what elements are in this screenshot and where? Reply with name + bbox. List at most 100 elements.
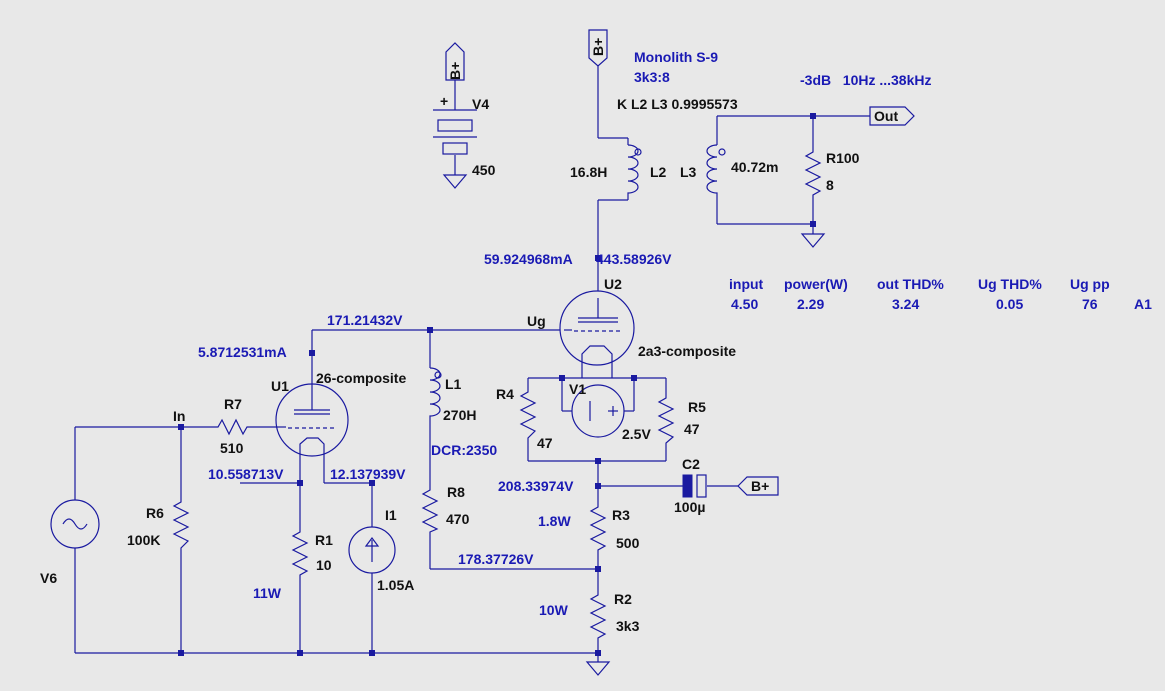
operating-point-annotations: 59.924968mA 443.58926V 171.21432V 5.8712… <box>198 251 672 618</box>
v1-name: V1 <box>569 381 586 397</box>
inductor-l3: L3 40.72m <box>680 144 778 195</box>
v4-name: V4 <box>472 96 489 112</box>
r2-power: 10W <box>539 602 569 618</box>
resistor-r6: R6 100K <box>127 495 190 553</box>
i1-voltage: 12.137939V <box>330 466 406 482</box>
u1-name: U1 <box>271 378 289 394</box>
resistor-r100: R100 8 <box>804 145 860 200</box>
svg-text:+: + <box>440 93 448 109</box>
l3-value: 40.72m <box>731 159 778 175</box>
capacitor-c2: C2 100µ <box>674 456 707 515</box>
v1-value: 2.5V <box>622 426 651 442</box>
r8-bottom-voltage: 178.37726V <box>458 551 534 567</box>
wires <box>74 66 897 662</box>
measure-header: power(W) <box>784 276 848 292</box>
r6-name: R6 <box>146 505 164 521</box>
r1-power: 11W <box>253 585 282 601</box>
circuit-title: Monolith S-9 <box>634 49 718 65</box>
measure-header: input <box>729 276 764 292</box>
measure-value: 3.24 <box>892 296 919 312</box>
junctions <box>178 113 816 656</box>
source-v1: V1 2.5V <box>561 381 651 442</box>
r5-name: R5 <box>688 399 706 415</box>
r100-value: 8 <box>826 177 834 193</box>
tube-u2: U2 2a3-composite <box>559 276 736 366</box>
current-source-i1: I1 1.05A <box>348 507 414 593</box>
u1-cathode-voltage: 10.558713V <box>208 466 284 482</box>
r3-power: 1.8W <box>538 513 571 529</box>
port-out: Out <box>869 106 915 126</box>
coupling-directive: K L2 L3 0.9995573 <box>617 96 738 112</box>
r3-name: R3 <box>612 507 630 523</box>
measure-header: Ug pp <box>1070 276 1110 292</box>
measure-cell-ref: A1 <box>1134 296 1152 312</box>
resistor-r4: R4 47 <box>496 385 553 451</box>
l3-name: L3 <box>680 164 697 180</box>
resistor-r7: R7 510 <box>212 396 250 456</box>
inductor-l1: L1 270H <box>429 367 476 428</box>
inductor-l2: L2 16.8H <box>570 144 667 195</box>
resistor-r8: R8 470 <box>421 483 470 535</box>
r8-value: 470 <box>446 511 470 527</box>
r7-name: R7 <box>224 396 242 412</box>
l1-value: 270H <box>443 407 476 423</box>
i1-value: 1.05A <box>377 577 414 593</box>
r2-value: 3k3 <box>616 618 640 634</box>
resistor-r1: R1 10 <box>291 525 333 580</box>
port-bplus-v4: B+ <box>445 42 465 81</box>
net-in-label: In <box>173 408 185 424</box>
measure-value: 2.29 <box>797 296 824 312</box>
v4-battery: + V4 450 <box>433 93 496 178</box>
r5-value: 47 <box>684 421 700 437</box>
bplus-label: B+ <box>751 478 769 494</box>
cathode-voltage: 208.33974V <box>498 478 574 494</box>
v6-name: V6 <box>40 570 57 586</box>
u1-plate-current: 5.8712531mA <box>198 344 287 360</box>
measure-value: 4.50 <box>731 296 758 312</box>
r7-value: 510 <box>220 440 244 456</box>
r6-value: 100K <box>127 532 160 548</box>
u1-model: 26-composite <box>316 370 406 386</box>
r4-name: R4 <box>496 386 514 402</box>
ground-icon <box>800 233 826 248</box>
plate-current: 59.924968mA <box>484 251 573 267</box>
u2-name: U2 <box>604 276 622 292</box>
measure-header: out THD% <box>877 276 944 292</box>
measure-value: 76 <box>1082 296 1098 312</box>
resistor-r3: R3 500 <box>589 500 640 555</box>
resistor-r2: R2 3k3 <box>589 588 640 642</box>
r100-name: R100 <box>826 150 860 166</box>
r8-name: R8 <box>447 484 465 500</box>
l2-value: 16.8H <box>570 164 607 180</box>
c2-name: C2 <box>682 456 700 472</box>
measure-value: 0.05 <box>996 296 1023 312</box>
ground-symbols <box>442 174 826 676</box>
measurement-table: input power(W) out THD% Ug THD% Ug pp 4.… <box>729 276 1152 312</box>
ground-icon <box>585 661 611 676</box>
port-bplus-l2: B+ <box>588 29 608 67</box>
r2-name: R2 <box>614 591 632 607</box>
ground-icon <box>442 174 468 189</box>
source-v6: V6 <box>40 499 100 586</box>
l1-name: L1 <box>445 376 462 392</box>
bandwidth-note: -3dB 10Hz ...38kHz <box>800 72 932 88</box>
r4-value: 47 <box>537 435 553 451</box>
u2-model: 2a3-composite <box>638 343 736 359</box>
circuit-subtitle: 3k3:8 <box>634 69 670 85</box>
r1-value: 10 <box>316 557 332 573</box>
v4-value: 450 <box>472 162 496 178</box>
bplus-label: B+ <box>447 62 463 80</box>
i1-name: I1 <box>385 507 397 523</box>
l2-name: L2 <box>650 164 667 180</box>
bplus-label: B+ <box>590 38 606 56</box>
port-bplus-c2: B+ <box>737 476 779 496</box>
c2-value: 100µ <box>674 499 705 515</box>
out-label: Out <box>874 108 898 124</box>
net-ug-label: Ug <box>527 313 546 329</box>
tube-u1: U1 26-composite <box>271 370 406 457</box>
u1-plate-voltage: 171.21432V <box>327 312 403 328</box>
resistor-r5: R5 47 <box>657 392 706 455</box>
measure-header: Ug THD% <box>978 276 1042 292</box>
plate-voltage: 443.58926V <box>596 251 672 267</box>
